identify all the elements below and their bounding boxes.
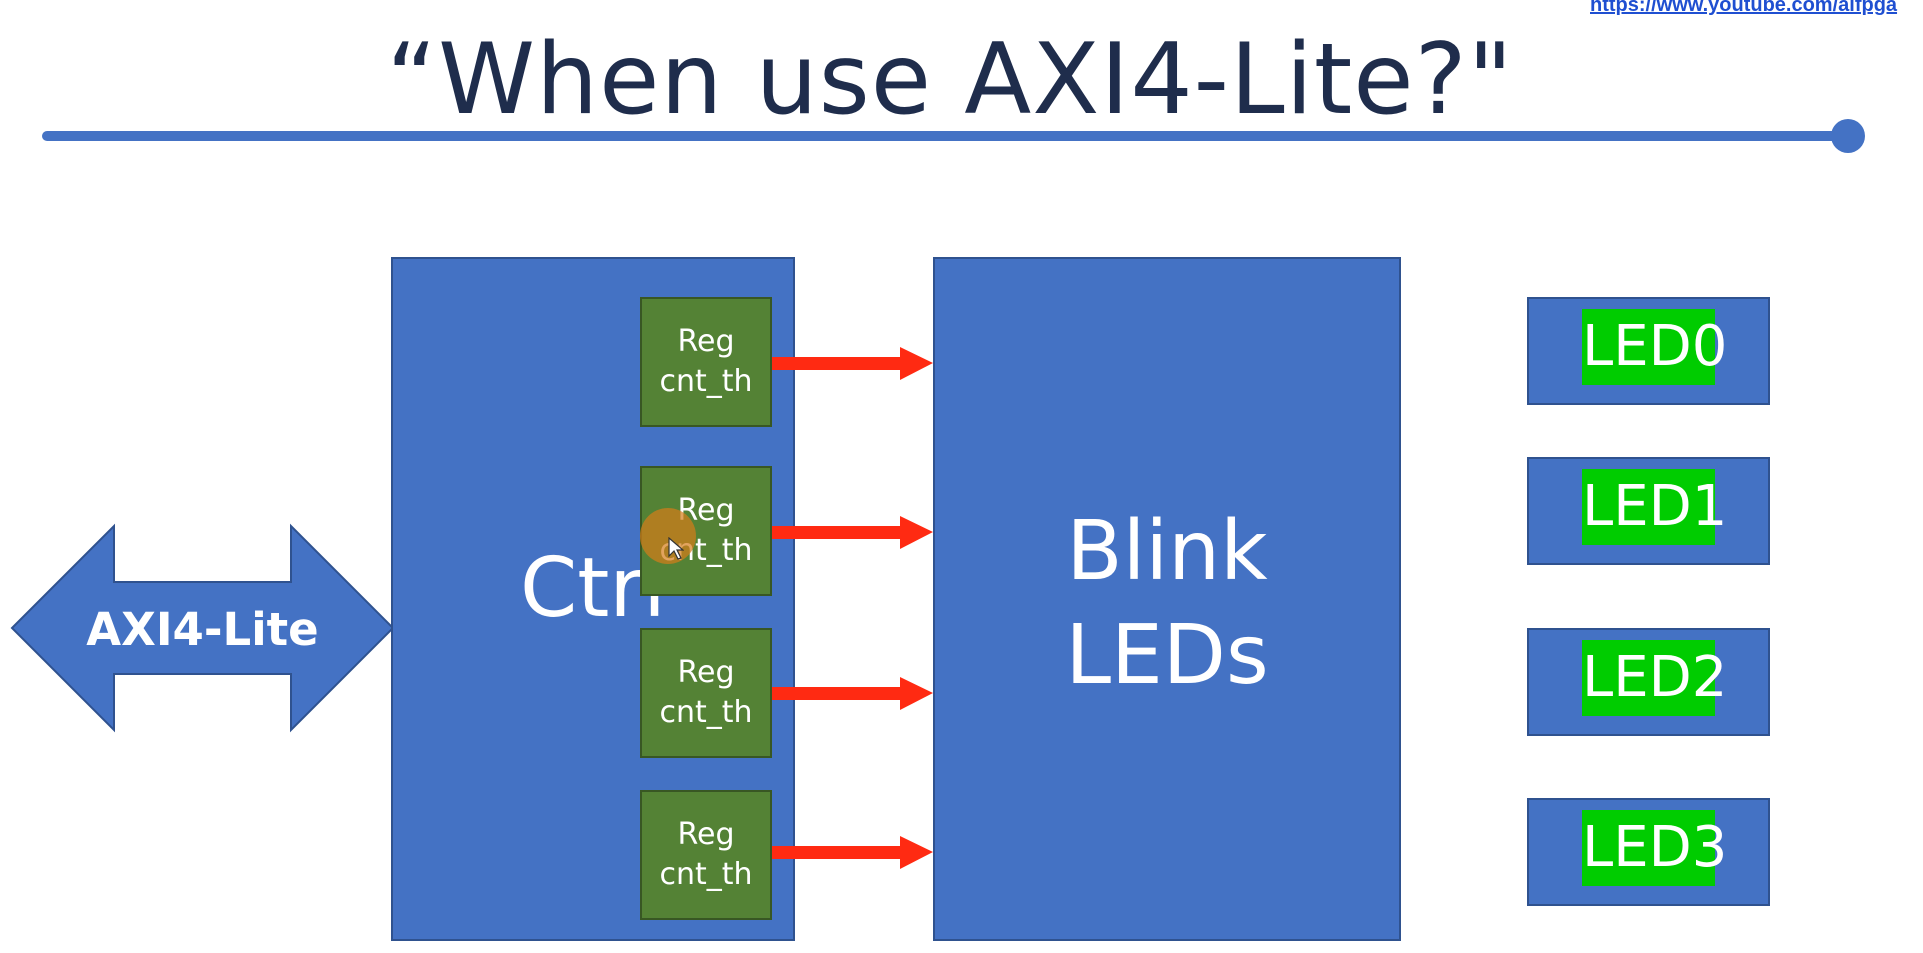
register-field: cnt_th <box>659 695 753 730</box>
youtube-url-link[interactable]: https://www.youtube.com/alfpga <box>1590 0 1898 16</box>
reg3-to-blink-arrow <box>772 836 933 869</box>
register-cnt-th-0: Reg cnt_th <box>640 297 772 427</box>
blink-label-line1: Blink <box>1066 504 1268 599</box>
slide-title: “When use AXI4-Lite?" <box>386 23 1514 137</box>
reg1-to-blink-arrow <box>772 516 933 549</box>
mouse-cursor-highlight <box>640 508 696 564</box>
register-cnt-th-3: Reg cnt_th <box>640 790 772 920</box>
title-underline-dot <box>1831 119 1865 153</box>
led2-label: LED2 <box>1582 640 1727 716</box>
blink-leds-label: Blink LEDs <box>933 500 1401 708</box>
axi4-lite-label: AXI4-Lite <box>86 603 319 656</box>
reg0-to-blink-arrow <box>772 347 933 380</box>
register-field: cnt_th <box>659 364 753 399</box>
register-cnt-th-2: Reg cnt_th <box>640 628 772 758</box>
mouse-pointer-icon <box>668 537 684 560</box>
register-name: Reg <box>677 655 735 690</box>
blink-leds-block <box>933 257 1401 941</box>
register-name: Reg <box>677 324 735 359</box>
led0-label: LED0 <box>1582 309 1727 385</box>
reg2-to-blink-arrow <box>772 677 933 710</box>
blink-label-line2: LEDs <box>1065 608 1269 703</box>
register-name: Reg <box>677 817 735 852</box>
register-field: cnt_th <box>659 857 753 892</box>
led3-label: LED3 <box>1582 810 1727 886</box>
led1-label: LED1 <box>1582 469 1727 545</box>
title-underline <box>42 131 1848 141</box>
